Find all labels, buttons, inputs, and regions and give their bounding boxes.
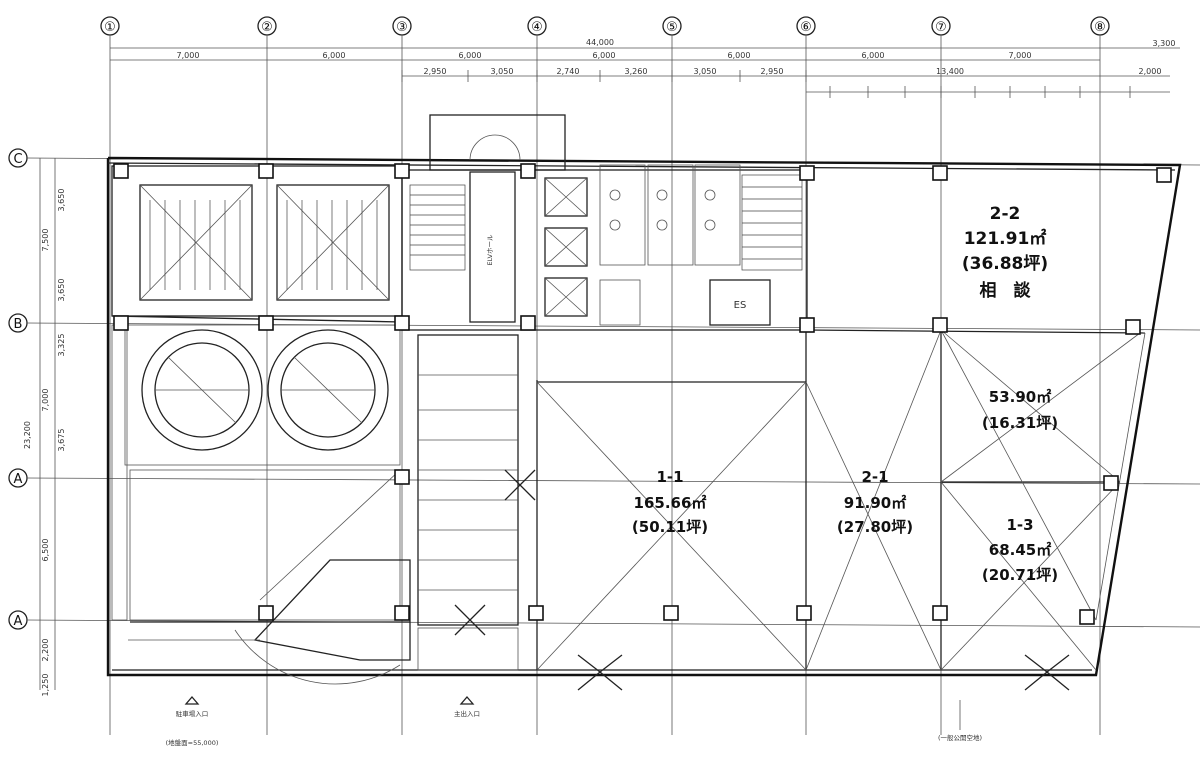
svg-text:(一般公開空地): (一般公開空地) xyxy=(938,733,982,742)
svg-text:2,950: 2,950 xyxy=(424,67,447,76)
room-1-3: 1-3 68.45㎡ (20.71坪) xyxy=(982,516,1058,584)
svg-text:3,650: 3,650 xyxy=(57,189,66,212)
svg-text:ES: ES xyxy=(734,300,747,311)
dimensions-left: 23,200 3,650 7,500 3,650 3,325 7,000 3,6… xyxy=(23,158,66,696)
storage-block xyxy=(417,334,519,671)
grid-col-2: ② xyxy=(257,16,277,36)
parking-lower xyxy=(128,469,411,685)
bottom-annotations: 駐車場入口 (地盤面=55,000) 主出入口 (一般公開空地) xyxy=(166,696,982,747)
svg-text:(36.88坪): (36.88坪) xyxy=(962,254,1048,274)
svg-text:7,500: 7,500 xyxy=(41,229,50,252)
svg-text:6,000: 6,000 xyxy=(459,51,482,60)
svg-text:駐車場入口: 駐車場入口 xyxy=(176,709,209,718)
entrance-doors xyxy=(454,469,1070,691)
svg-text:13,400: 13,400 xyxy=(936,67,964,76)
svg-text:3,050: 3,050 xyxy=(694,67,717,76)
grid-row-c: C xyxy=(8,148,28,168)
grid-col-3: ③ xyxy=(392,16,412,36)
room-2-1: 2-1 91.90㎡ (27.80坪) xyxy=(837,468,913,536)
svg-text:②: ② xyxy=(261,20,273,35)
svg-text:2,000: 2,000 xyxy=(1139,67,1162,76)
svg-text:⑦: ⑦ xyxy=(935,20,947,35)
room-2-2: 2-2 121.91㎡ (36.88坪) 相 談 xyxy=(962,204,1048,301)
svg-text:1-1: 1-1 xyxy=(656,468,683,486)
svg-text:⑥: ⑥ xyxy=(800,20,812,35)
svg-text:3,650: 3,650 xyxy=(57,279,66,302)
room-1-1: 1-1 165.66㎡ (50.11坪) xyxy=(632,468,708,536)
svg-text:⑧: ⑧ xyxy=(1094,20,1106,35)
svg-text:7,000: 7,000 xyxy=(177,51,200,60)
svg-text:(地盤面=55,000): (地盤面=55,000) xyxy=(166,738,219,747)
grid-col-4: ④ xyxy=(527,16,547,36)
svg-text:2,950: 2,950 xyxy=(761,67,784,76)
svg-text:6,500: 6,500 xyxy=(41,539,50,562)
tenant-areas: 2-2 121.91㎡ (36.88坪) 相 談 53.90㎡ (16.31坪)… xyxy=(536,204,1146,671)
svg-text:3,050: 3,050 xyxy=(491,67,514,76)
svg-text:(20.71坪): (20.71坪) xyxy=(982,566,1058,584)
svg-text:A: A xyxy=(14,472,23,487)
svg-text:91.90㎡: 91.90㎡ xyxy=(844,494,906,512)
svg-text:6,000: 6,000 xyxy=(862,51,885,60)
svg-text:3,325: 3,325 xyxy=(57,334,66,357)
svg-text:7,000: 7,000 xyxy=(41,389,50,412)
svg-text:68.45㎡: 68.45㎡ xyxy=(989,541,1051,559)
parking-area-upper xyxy=(111,165,403,323)
svg-text:主出入口: 主出入口 xyxy=(454,709,480,718)
svg-text:53.90㎡: 53.90㎡ xyxy=(989,388,1051,406)
svg-text:2,200: 2,200 xyxy=(41,639,50,662)
grid-col-1: ① xyxy=(100,16,120,36)
svg-text:④: ④ xyxy=(531,20,543,35)
grid-col-6: ⑥ xyxy=(796,16,816,36)
grid-col-5: ⑤ xyxy=(662,16,682,36)
svg-text:2-2: 2-2 xyxy=(990,204,1021,224)
structural-columns xyxy=(113,163,1172,625)
svg-text:1,250: 1,250 xyxy=(41,674,50,697)
svg-text:(16.31坪): (16.31坪) xyxy=(982,414,1058,432)
grid-row-a1: A xyxy=(8,468,28,488)
svg-text:3,260: 3,260 xyxy=(625,67,648,76)
parking-turntables xyxy=(111,324,401,621)
grid-row-a2: A xyxy=(8,610,28,630)
svg-text:6,000: 6,000 xyxy=(728,51,751,60)
svg-text:A: A xyxy=(14,614,23,629)
svg-text:44,000: 44,000 xyxy=(586,38,614,47)
svg-text:⑤: ⑤ xyxy=(666,20,678,35)
dimensions-top: 44,000 3,300 7,000 6,000 6,000 6,000 6,0… xyxy=(110,38,1180,98)
svg-text:7,000: 7,000 xyxy=(1009,51,1032,60)
svg-text:3,300: 3,300 xyxy=(1153,39,1176,48)
svg-text:1-3: 1-3 xyxy=(1006,516,1033,534)
grid-col-8: ⑧ xyxy=(1090,16,1110,36)
svg-text:2,740: 2,740 xyxy=(557,67,580,76)
svg-text:ELVホール: ELVホール xyxy=(486,234,494,265)
room-53-90: 53.90㎡ (16.31坪) xyxy=(982,388,1058,432)
svg-text:3,675: 3,675 xyxy=(57,429,66,452)
grid-col-7: ⑦ xyxy=(931,16,951,36)
svg-text:(50.11坪): (50.11坪) xyxy=(632,518,708,536)
svg-text:B: B xyxy=(14,317,23,332)
svg-text:6,000: 6,000 xyxy=(323,51,346,60)
svg-text:相 談: 相 談 xyxy=(980,280,1032,301)
svg-text:165.66㎡: 165.66㎡ xyxy=(634,494,707,512)
svg-text:C: C xyxy=(13,152,22,167)
svg-text:(27.80坪): (27.80坪) xyxy=(837,518,913,536)
svg-text:③: ③ xyxy=(396,20,408,35)
core: ELVホール ES xyxy=(401,114,808,331)
svg-text:①: ① xyxy=(104,20,116,35)
svg-text:6,000: 6,000 xyxy=(593,51,616,60)
svg-text:23,200: 23,200 xyxy=(23,421,32,449)
svg-text:2-1: 2-1 xyxy=(861,468,888,486)
svg-text:121.91㎡: 121.91㎡ xyxy=(964,228,1047,249)
grid-row-b: B xyxy=(8,313,28,333)
